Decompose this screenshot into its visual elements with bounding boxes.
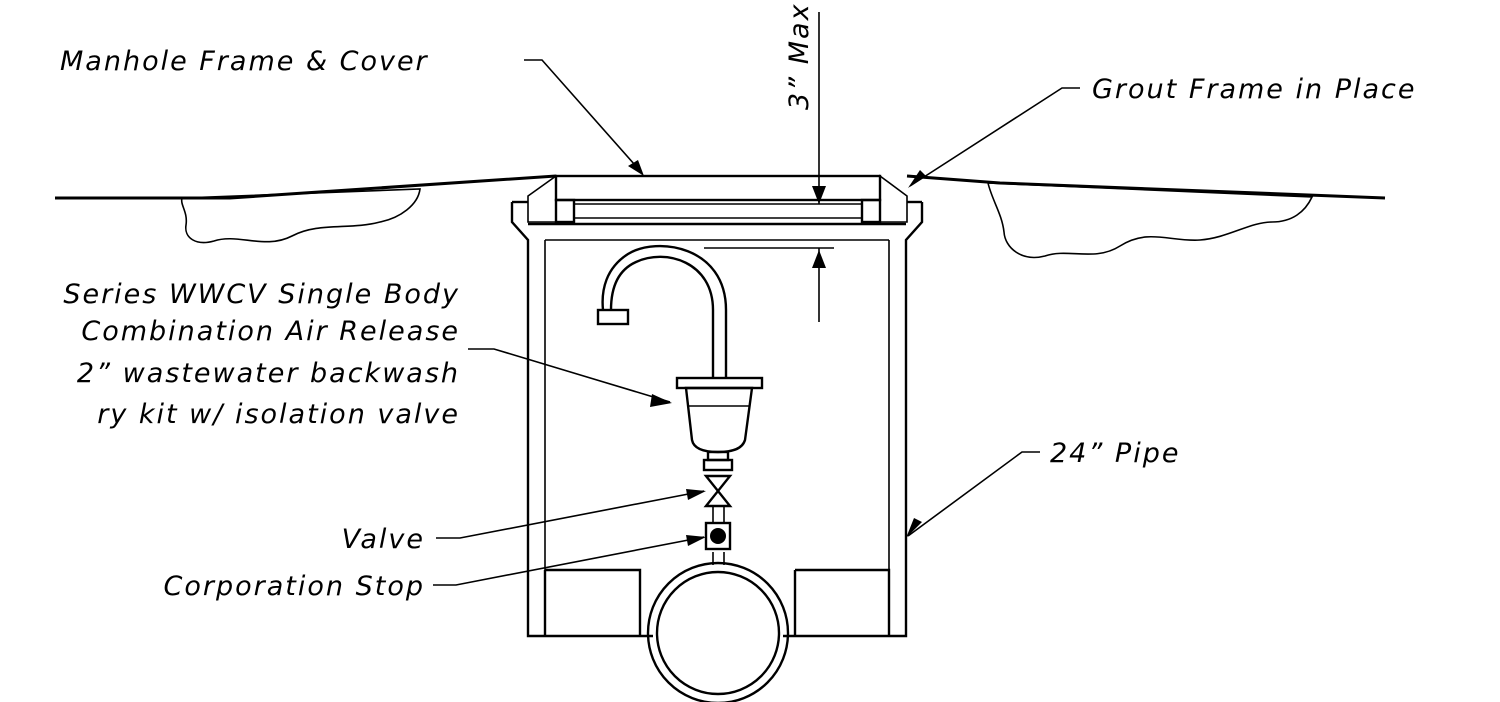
- isolation-valve: [702, 450, 734, 508]
- label-dimension: 3” Max: [784, 2, 815, 110]
- label-valve-description-line-1: Series WWCV Single Body: [63, 279, 460, 310]
- riser-pipe: [510, 200, 924, 638]
- leader-manhole-cover: [524, 59, 644, 176]
- label-grout: Grout Frame in Place: [1092, 74, 1416, 105]
- leader-valve-description: [468, 348, 672, 407]
- grout-left: [527, 174, 557, 223]
- leader-corporation-stop: [433, 535, 706, 586]
- label-pipe: 24” Pipe: [1050, 438, 1180, 469]
- corporation-stop-assembly: [704, 506, 732, 565]
- main-pipe: [646, 561, 790, 702]
- dimension-marker: [704, 12, 834, 322]
- air-release-valve: [596, 244, 764, 454]
- concrete-base: [543, 568, 891, 636]
- label-valve-description-line-4: ry kit w/ isolation valve: [97, 399, 460, 430]
- leader-valve: [436, 489, 706, 539]
- leader-grout: [908, 87, 1080, 188]
- label-valve: Valve: [342, 524, 425, 555]
- leader-pipe: [906, 451, 1040, 538]
- grout-right: [879, 174, 908, 223]
- soil-hatch-left: [180, 188, 421, 244]
- label-corporation-stop: Corporation Stop: [164, 571, 425, 602]
- soil-hatch-right: [986, 182, 1314, 259]
- label-valve-description-line-2: Combination Air Release: [81, 316, 460, 347]
- label-manhole-cover: Manhole Frame & Cover: [60, 46, 429, 77]
- label-valve-description-line-3: 2” wastewater backwash: [77, 358, 460, 389]
- manhole-frame-and-cover: [554, 174, 882, 224]
